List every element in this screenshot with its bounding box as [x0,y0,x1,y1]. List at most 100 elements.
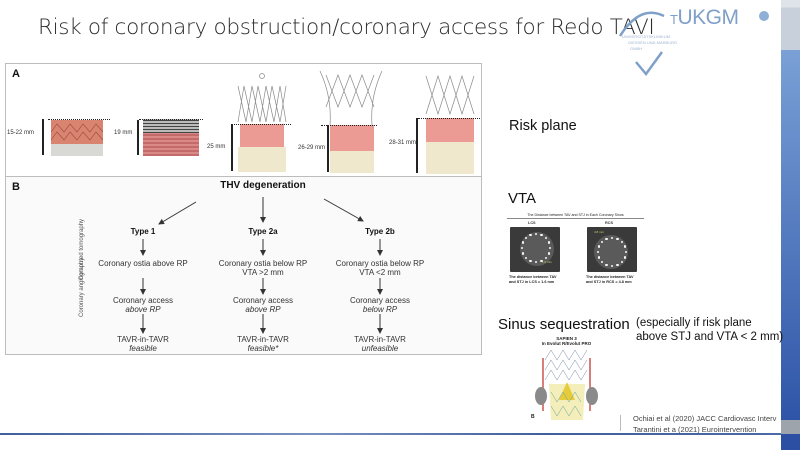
valve-4-measure: 26-29 mm [298,145,326,151]
panel-a-label: A [12,68,20,80]
stent-strut-dot [597,245,601,248]
stent-strut-dot [616,237,619,241]
vta-inset-header: The Distance between TAV and STJ in Each… [507,213,644,219]
valve-3-height-bar [231,124,233,171]
valve-2 [143,119,199,156]
logo-subtitle-1: UNIVERSITÄTSKLINIKUM [622,34,671,39]
references: Ochiai et al (2020) JACC Cardiovasc Inte… [633,413,776,435]
type-2b-feasibility: unfeasible [361,344,399,353]
sinus-inset-label: B [531,414,535,420]
stent-strut-dot [524,256,528,260]
stent-strut-dot [521,252,525,255]
arrow-root-type2b [323,198,364,222]
flow-root: THV degeneration [220,180,306,191]
stent-strut-dot [524,236,528,240]
stent-strut-dot [605,237,608,241]
stent-strut-dot [616,263,619,267]
type-2b-outcome: TAVR-in-TAVR [354,335,406,344]
stent-strut-dot [600,240,604,244]
stent-strut-dot [610,264,614,268]
panel-b: B THV degeneration Computed tomography C… [6,177,481,354]
ct-image-rcs: 4.8 mm [587,227,637,272]
type-1-access: Coronary access [112,296,174,305]
right-bar-bottom [781,434,800,450]
valve-3-measure: 25 mm [207,144,226,150]
valve-3 [234,72,290,172]
type-2b-vta: VTA <2 mm [359,268,401,277]
stent-strut-dot [540,233,543,237]
stent-strut-dot [540,259,543,263]
type-2b-label: Type 2b [365,227,395,236]
type-1-access-level: above RP [125,305,161,314]
rcs-measure: 4.8 mm [594,230,605,234]
stent-strut-dot [544,236,548,240]
valve-5-height-bar [416,118,418,173]
valve-1-height-bar [42,119,44,155]
stent-strut-dot [620,240,624,244]
stent-strut-dot [534,260,538,264]
reference-1: Ochiai et al (2020) JACC Cardiovasc Inte… [633,414,777,423]
type-2a-ct: Coronary ostia below RP [218,259,308,268]
type-1-feasibility: feasible [129,344,157,353]
side-label-angio: Coronary angiography [79,257,85,317]
valve-5-measure: 28-31 mm [389,140,417,146]
ct-image-lcs: 1.6 mm [510,227,560,272]
vta-ct-inset: The Distance between TAV and STJ in Each… [507,213,650,297]
panel-a: A 15-22 mm 19 mm 25 mm 26-29 mm [6,64,481,177]
type-2b-access-level: below RP [362,305,398,314]
sinus-note: (especially if risk plane above STJ and … [636,316,783,344]
valve-2-measure: 19 mm [114,130,133,136]
bottom-divider [0,433,781,435]
valve-1-risk-line [48,119,110,120]
reference-divider [620,415,621,431]
sinus-sequestration-label: Sinus sequestration [498,316,630,333]
vta-label: VTA [508,190,537,207]
type-2a-vta: VTA >2 mm [242,268,284,277]
stent-strut-dot [596,250,600,254]
right-accent-bar [781,50,800,420]
valve-2-risk-line [139,119,203,120]
stent-strut-dot [520,246,524,250]
stent-strut-dot [521,241,525,244]
sinus-note-line-1: (especially if risk plane [636,317,752,329]
stent-strut-dot [544,256,548,260]
valve-3-risk-line [234,124,291,125]
stent-strut-dot [534,232,538,236]
type-2a-access: Coronary access [232,296,294,305]
valve-in-valve-illustration [535,349,598,420]
rcs-caption: The distance between TAV and STJ in RCS … [586,275,634,284]
type-2a-label: Type 2a [248,227,278,236]
stent-strut-dot [623,256,627,259]
stent-strut-dot [548,246,552,250]
stent-strut-dot [624,250,628,254]
logo-subtitle-2: GIESSEN UND MARBURG [628,40,678,45]
type-2a-outcome: TAVR-in-TAVR [237,335,289,344]
lcs-caption: The distance between TAV and STJ in LCS … [509,275,557,284]
valve-4-risk-line [321,125,377,126]
right-bar-top [781,0,800,50]
type-1-outcome: TAVR-in-TAVR [117,335,169,344]
stent-strut-dot [605,263,608,267]
stent-strut-dot [529,259,532,263]
type-1-ct: Coronary ostia above RP [98,259,188,268]
valve-4 [318,67,384,173]
reference-2: Tarantini et a (2021) Eurointervention [633,425,757,434]
risk-plane-label: Risk plane [509,118,577,134]
ukgm-logo: TUKGM UNIVERSITÄTSKLINIKUM GIESSEN UND M… [612,2,780,82]
valve-1-measure: 15-22 mm [7,130,35,136]
type-2b-access: Coronary access [349,296,411,305]
valve-4-height-bar [327,125,329,172]
type-2a-feasibility: feasible* [247,344,279,353]
sinus-inset-title: SAPIEN 3 In Evolut R/Evolut PRO [541,336,592,346]
type-1-label: Type 1 [130,227,156,236]
stent-strut-dot [547,241,551,244]
right-bar-gray [781,420,800,434]
sinus-note-line-2: above STJ and VTA < 2 mm) [636,331,784,343]
figure-panel: A 15-22 mm 19 mm 25 mm 26-29 mm [5,63,482,355]
stent-strut-dot [610,236,614,240]
type-2b-ct: Coronary ostia below RP [335,259,425,268]
logo-text: TUKGM [670,6,739,29]
rcs-label: RCS [605,221,614,225]
logo-subtitle-3: GMBH [630,46,642,51]
stent-strut-dot [547,252,551,255]
